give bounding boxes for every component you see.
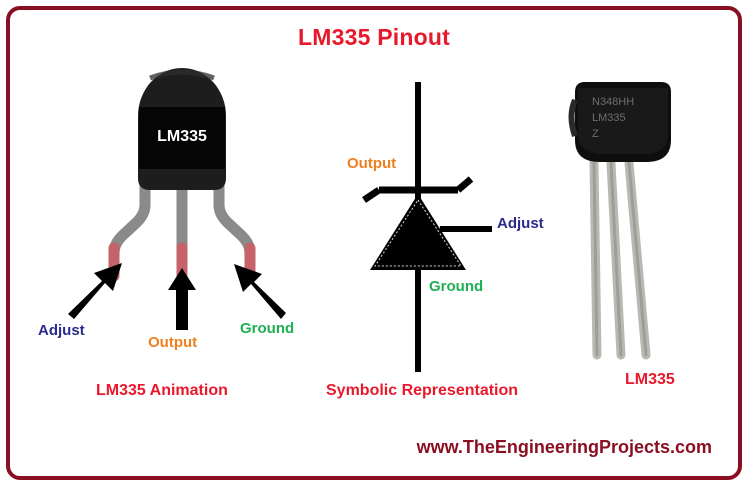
symbol-pin-label-ground: Ground: [429, 278, 484, 295]
caption-symbolic: Symbolic Representation: [326, 382, 519, 399]
caption-animation: LM335 Animation: [96, 382, 228, 399]
animation-pin-label-output: Output: [148, 334, 198, 351]
lm335-photo-illustration: N348HH LM335 Z: [568, 82, 671, 360]
symbol-pin-label-adjust: Adjust: [497, 215, 544, 232]
animation-pin-label-ground: Ground: [240, 320, 295, 337]
footer-website-url: www.TheEngineeringProjects.com: [416, 437, 712, 457]
symbol-pin-label-output: Output: [347, 155, 397, 172]
caption-real-photo: LM335: [625, 371, 675, 388]
photo-marking-line-2: LM335: [592, 112, 626, 124]
animation-pin-label-adjust: Adjust: [38, 322, 85, 339]
page-title: LM335 Pinout: [298, 24, 450, 50]
animation-body-marking: LM335: [157, 128, 207, 145]
lm335-animation-illustration: LM335: [108, 68, 256, 282]
photo-marking-line-3: Z: [592, 128, 599, 140]
page-border: [6, 6, 742, 480]
photo-marking-line-1: N348HH: [592, 96, 634, 108]
zener-diode-symbol: [362, 82, 492, 372]
